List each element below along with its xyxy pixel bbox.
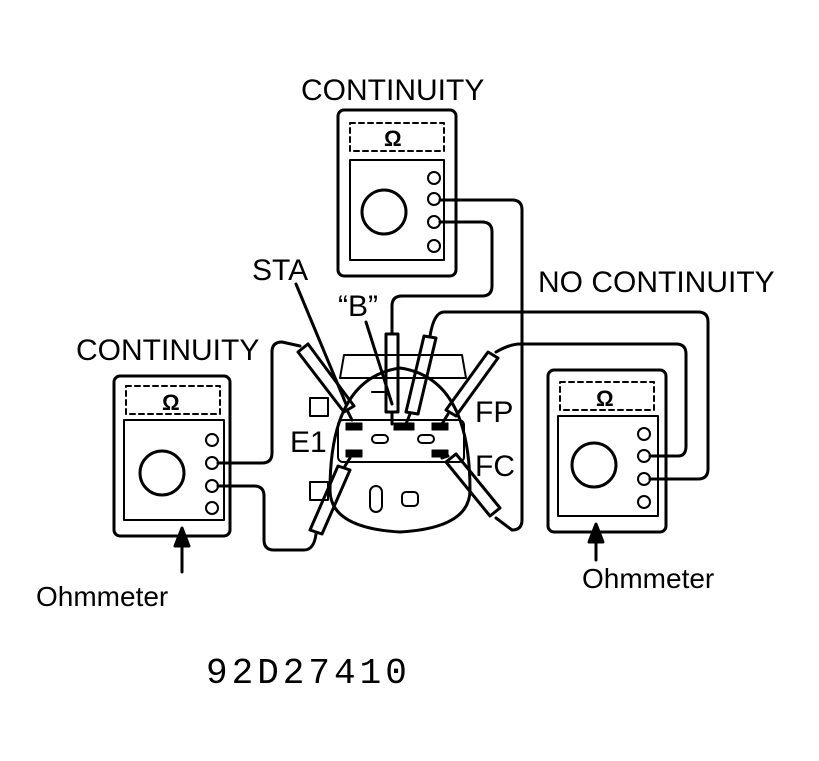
probe-b-right bbox=[404, 334, 438, 426]
arrow-icon bbox=[587, 522, 605, 544]
ohm-symbol-left: Ω bbox=[162, 390, 180, 415]
continuity-left-label: CONTINUITY bbox=[76, 334, 260, 367]
ohm-symbol-right: Ω bbox=[596, 386, 614, 411]
b-terminal-label: “B” bbox=[338, 290, 378, 323]
ohmmeter-left-label: Ohmmeter bbox=[36, 581, 169, 612]
e1-label: E1 bbox=[290, 426, 327, 459]
test-leads bbox=[216, 198, 710, 552]
continuity-top-label: CONTINUITY bbox=[301, 74, 485, 107]
probe-fp bbox=[440, 350, 500, 426]
ohmmeter-top bbox=[336, 108, 458, 278]
probe-fc bbox=[440, 452, 502, 518]
no-continuity-label: NO CONTINUITY bbox=[538, 266, 775, 299]
ohmmeter-right bbox=[546, 368, 668, 562]
relay-connector bbox=[309, 354, 472, 534]
sta-label: STA bbox=[252, 254, 309, 287]
arrow-icon bbox=[173, 526, 191, 548]
fc-label: FC bbox=[475, 450, 515, 483]
ohmmeter-right-label: Ohmmeter bbox=[582, 563, 715, 594]
sta-pointer bbox=[294, 282, 348, 406]
b-pointer bbox=[364, 320, 394, 406]
figure-code: 92D27410 bbox=[206, 653, 411, 694]
probe-sta bbox=[296, 342, 356, 422]
probe-e1 bbox=[308, 456, 352, 536]
ohm-symbol-top: Ω bbox=[384, 126, 402, 151]
fp-label: FP bbox=[475, 396, 514, 429]
ohmmeter-left bbox=[112, 374, 232, 574]
